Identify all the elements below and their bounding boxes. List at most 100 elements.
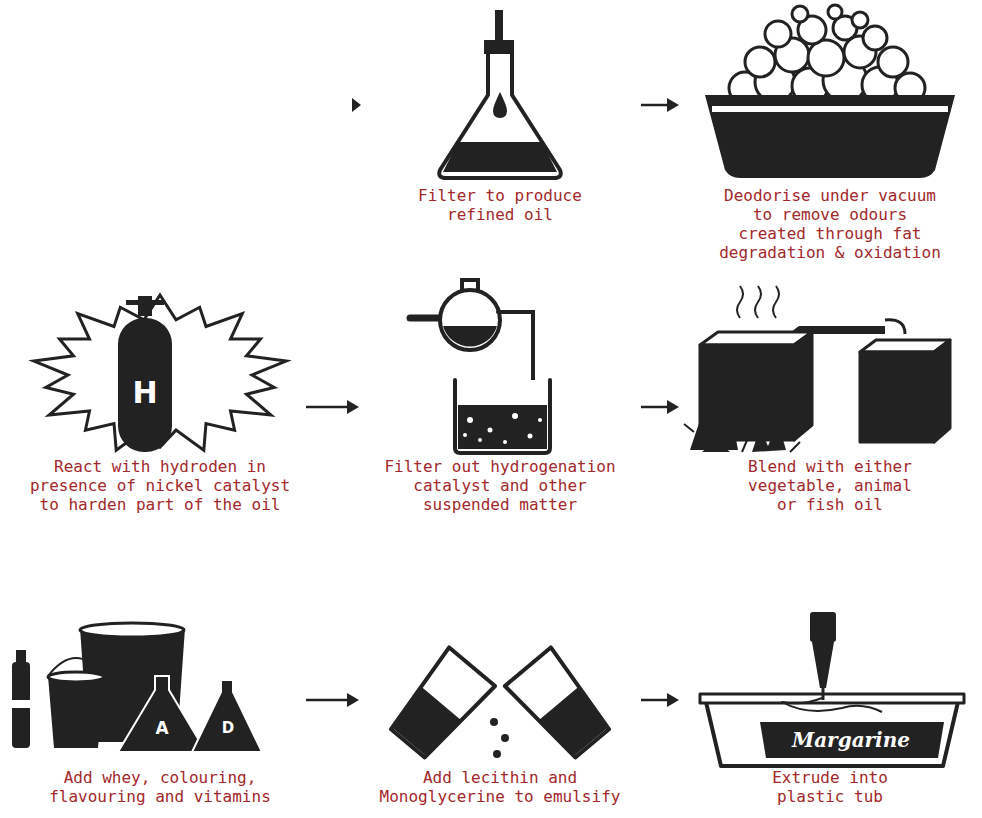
bowl-icon-rect (712, 106, 948, 112)
ingredients-icon-path (118, 676, 206, 752)
process-step: Filter to produce refined oil (365, 10, 635, 224)
flow-arrow-line (641, 699, 667, 702)
ingredients-icon-rect (12, 662, 30, 748)
filter-icon-g-circle (528, 434, 533, 439)
ingredients-icon-rect (12, 700, 30, 708)
process-step: Add whey, colouring, flavouring and vita… (20, 600, 300, 806)
ingredients-icon-path (48, 676, 104, 748)
step-caption: Blend with either vegetable, animal or f… (747, 457, 913, 514)
flask-icon-rect (484, 40, 514, 54)
filter-icon-g (463, 413, 542, 444)
flow-arrow (306, 400, 359, 414)
tub-icon-rect (810, 612, 836, 642)
tub-icon-line (822, 688, 825, 700)
ingredients-icon-path (192, 680, 262, 752)
bowl-icon (705, 5, 955, 178)
tanks-icon-rect (860, 352, 934, 442)
bowl-icon-g (729, 5, 925, 104)
filter-icon-g-circle (503, 440, 507, 444)
tanks-icon-path (885, 320, 905, 334)
hydrogen-icon (34, 295, 286, 452)
emulsify-icon-g-path (505, 647, 615, 762)
tanks-icon-path (690, 410, 786, 452)
tub-icon (700, 612, 964, 766)
flask-icon-path (443, 142, 557, 172)
bowl-icon-g-circle (745, 47, 775, 77)
tanks-icon-path (737, 286, 779, 318)
flask-icon (439, 10, 561, 178)
bowl-icon-g-circle (863, 26, 887, 50)
flow-arrow-line (306, 406, 347, 409)
flow-arrow-polygon (667, 98, 679, 112)
flow-arrow-polygon (347, 400, 359, 414)
tub-icon-path (782, 698, 882, 712)
step-caption: Add lecithin and Monoglycerine to emulsi… (379, 768, 622, 806)
flow-arrow-line (641, 104, 667, 107)
flask-icon-rect (495, 10, 503, 42)
filter-icon-g-circle (467, 417, 473, 423)
filter-icon-path (458, 405, 547, 449)
step-caption: Deodorise under vacuum to remove odours … (718, 186, 942, 262)
emulsify-icon-g-path (385, 647, 495, 762)
filter-icon-path (455, 380, 550, 453)
tanks-icon-polygon (934, 340, 950, 442)
filter-icon-g-circle (463, 433, 467, 437)
ingredients-icon-path (48, 658, 104, 676)
flow-arrow-polygon (347, 693, 359, 707)
flow-arrow (641, 693, 679, 707)
process-step: Filter out hydrogenation catalyst and ot… (365, 285, 635, 514)
ingredients-icon-ellipse (48, 672, 104, 682)
tanks-icon-path (684, 424, 800, 452)
tub-icon-path (706, 702, 958, 766)
hydrogen-icon-rect (126, 300, 164, 305)
step-caption: React with hydroden in presence of nicke… (29, 457, 291, 514)
filter-icon-g-circle (512, 413, 518, 419)
filter-icon-path (443, 326, 497, 347)
bowl-icon-path (705, 95, 955, 178)
step-caption: Extrude into plastic tub (771, 768, 889, 806)
flow-arrow (306, 693, 359, 707)
ingredients-icon-rect (16, 650, 26, 662)
emulsify-icon-g-path (389, 687, 461, 759)
process-step: Blend with either vegetable, animal or f… (685, 285, 975, 514)
process-step: Deodorise under vacuum to remove odours … (685, 10, 975, 262)
emulsify-icon-g-path (539, 687, 611, 759)
flow-arrow-polygon (667, 400, 679, 414)
bowl-icon-g-circle (852, 12, 868, 28)
flow-arrow (641, 98, 679, 112)
tub-icon-path (812, 642, 834, 688)
filter-icon-circle (440, 290, 500, 350)
flow-arrow-polygon (667, 693, 679, 707)
tub-icon-path (760, 722, 944, 758)
flow-arrow-line (641, 406, 667, 409)
emulsify-icon-circle (490, 718, 498, 726)
emulsify-icon-circle (493, 750, 501, 758)
arrow-fragment (352, 98, 361, 112)
process-step: Extrude into plastic tub (685, 600, 975, 806)
filter-icon-g-circle (538, 418, 542, 422)
filter-icon-g-circle (488, 428, 493, 433)
filter-icon-g-circle (478, 438, 482, 442)
flask-icon-path (439, 54, 561, 178)
bowl-icon-g-circle (765, 21, 791, 47)
emulsify-icon (385, 647, 615, 762)
emulsify-icon-g (385, 647, 495, 762)
icon-label: D (222, 719, 234, 737)
hydrogen-icon-rect (138, 296, 152, 316)
bowl-icon-g-circle (792, 6, 808, 22)
tanks-icon-polygon (794, 332, 812, 440)
filter-icon (410, 280, 550, 453)
filter-icon-line (410, 315, 442, 322)
emulsify-icon-g (505, 647, 615, 762)
emulsify-icon-circle (501, 734, 509, 742)
icon-label: H (132, 375, 157, 410)
step-caption: Filter out hydrogenation catalyst and ot… (383, 457, 616, 514)
flow-arrow-line (306, 699, 347, 702)
step-caption: Filter to produce refined oil (417, 186, 583, 224)
process-step: Add lecithin and Monoglycerine to emulsi… (365, 600, 635, 806)
hydrogen-icon-rect (118, 318, 172, 452)
icon-label: Margarine (792, 728, 910, 752)
icon-label: A (155, 718, 168, 738)
tanks-icon (684, 286, 950, 452)
step-caption: Add whey, colouring, flavouring and vita… (48, 768, 272, 806)
